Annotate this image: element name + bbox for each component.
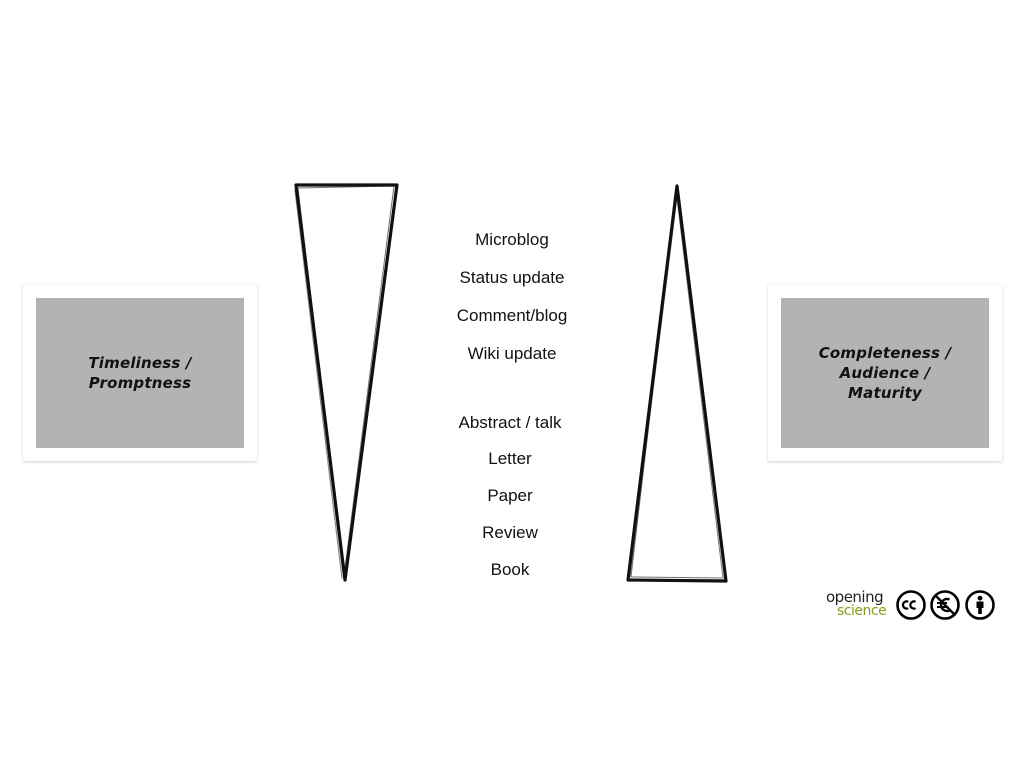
completeness-box: Completeness / Audience / Maturity <box>768 285 1002 461</box>
item-comment-blog: Comment/blog <box>456 306 568 325</box>
attribution-icon <box>965 590 995 620</box>
item-review: Review <box>482 523 538 542</box>
item-microblog: Microblog <box>475 230 549 249</box>
item-status-update: Status update <box>459 268 565 287</box>
timeliness-box-inner: Timeliness / Promptness <box>36 298 244 448</box>
logo-word-science: science <box>837 603 887 619</box>
item-abstract-talk: Abstract / talk <box>458 413 562 432</box>
item-book: Book <box>490 560 530 579</box>
noncommercial-icon <box>930 590 960 620</box>
down-triangle <box>294 183 399 582</box>
completeness-box-inner: Completeness / Audience / Maturity <box>781 298 989 448</box>
logo-word-opening: opening <box>826 588 884 606</box>
item-paper: Paper <box>487 486 533 505</box>
up-triangle <box>626 184 728 583</box>
item-letter: Letter <box>488 449 532 468</box>
item-wiki-update: Wiki update <box>467 344 557 363</box>
timeliness-label: Timeliness / Promptness <box>88 354 192 392</box>
cc-icon <box>896 590 926 620</box>
opening-science-logo: opening science <box>823 586 999 626</box>
completeness-label: Completeness / Audience / Maturity <box>818 344 952 402</box>
timeliness-box: Timeliness / Promptness <box>23 285 257 461</box>
